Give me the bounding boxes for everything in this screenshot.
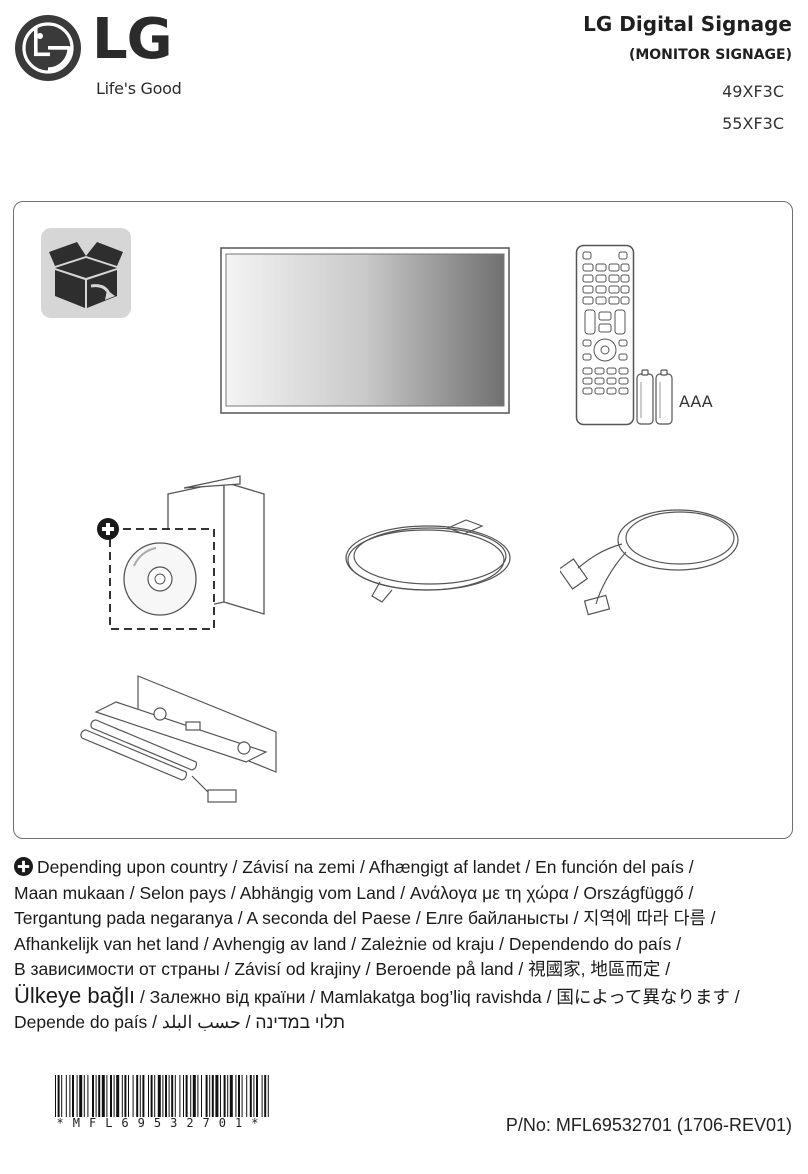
note-line-2: Maan mukaan / Selon pays / Abhängig vom … (14, 882, 694, 903)
availability-note: Depending upon country / Závisí na zemi … (14, 855, 799, 1036)
note-text-1: Depending upon country / Závisí na zemi … (37, 857, 694, 877)
monitor-illustration (220, 247, 510, 414)
document-title: LG Digital Signage (583, 12, 792, 36)
manuals-and-cd-illustration (97, 475, 265, 630)
document-subtitle: (MONITOR SIGNAGE) (628, 47, 792, 63)
model-number-2: 55XF3C (722, 114, 784, 133)
note-line-6: Ülkeye bağlı / Залежно від країни / Maml… (14, 983, 799, 1011)
wall-mount-bracket-illustration (80, 675, 277, 803)
brand-tagline: Life's Good (96, 79, 182, 98)
power-cord-illustration (345, 519, 511, 603)
note-line-5: В зависимости от страны / Závisí od kraj… (14, 959, 671, 979)
note-text-6a: Ülkeye bağlı (14, 982, 136, 1008)
plus-circle-icon (14, 857, 33, 876)
model-number-1: 49XF3C (722, 82, 784, 101)
open-box-icon (41, 228, 131, 318)
remote-control-illustration (575, 244, 635, 426)
lg-logo-icon (15, 15, 81, 81)
note-line-4: Afhankelijk van het land / Avhengig av l… (14, 933, 682, 954)
barcode-text: *MFL69532701* (56, 1116, 268, 1130)
brand-wordmark: LG (92, 7, 173, 72)
battery-type-label: AAA (679, 392, 713, 411)
package-contents-panel (13, 201, 793, 839)
hdmi-cable-illustration (560, 509, 739, 616)
note-line-7: Depende do país / תלוי במדינה / حسب البل… (14, 1012, 346, 1032)
note-line-1: Depending upon country / Závisí na zemi … (14, 855, 799, 881)
barcode-image (55, 1075, 269, 1117)
aaa-batteries-illustration (636, 369, 673, 425)
note-text-6b: / Залежно від країни / Mamlakatga bog’li… (135, 986, 740, 1007)
part-number: P/No: MFL69532701 (1706-REV01) (505, 1115, 792, 1135)
note-line-3: Tergantung pada negaranya / A seconda de… (14, 908, 716, 928)
